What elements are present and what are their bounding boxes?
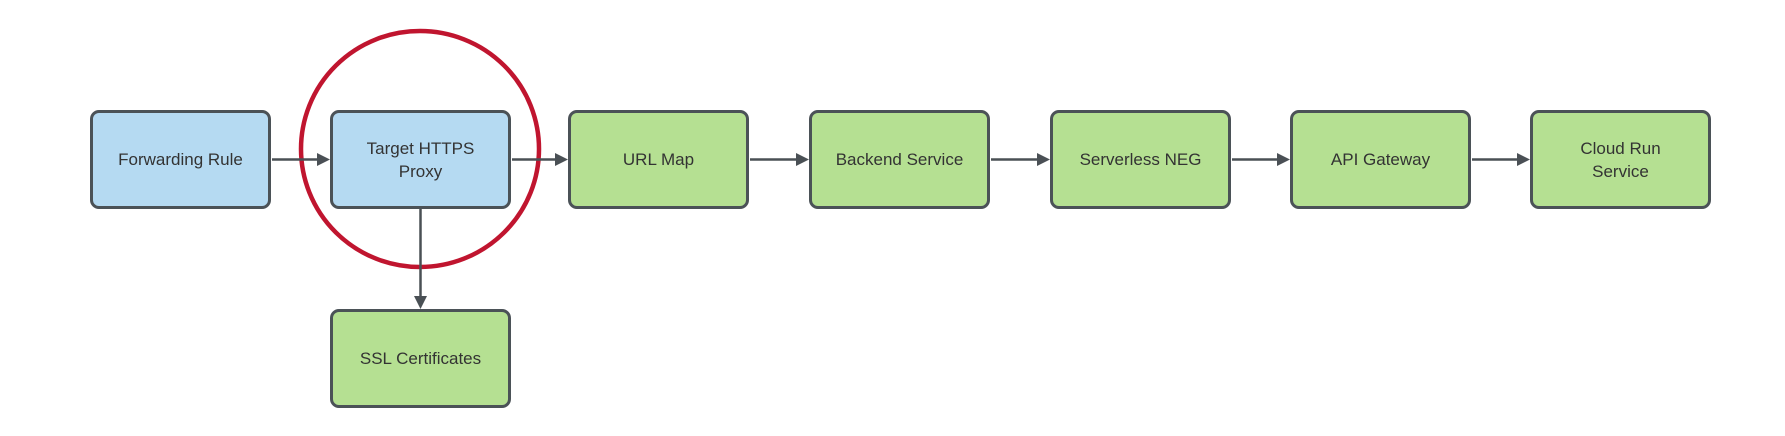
node-serverless-neg-label: Serverless NEG xyxy=(1079,150,1202,169)
edge-target-https-proxy-to-ssl-certificates xyxy=(414,209,427,309)
arrow-head-icon xyxy=(1277,153,1290,166)
edge-serverless-neg-to-api-gateway xyxy=(1232,153,1290,166)
node-backend-service-label: Backend Service xyxy=(835,150,964,169)
arrow-head-icon xyxy=(317,153,330,166)
edge-api-gateway-to-cloud-run-service xyxy=(1472,153,1530,166)
node-serverless-neg: Serverless NEG xyxy=(1050,110,1231,209)
node-cloud-run-service-label: Cloud Run Service xyxy=(1580,138,1661,181)
node-ssl-certificates-label: SSL Certificates xyxy=(359,349,482,368)
edge-forwarding-rule-to-target-https-proxy xyxy=(272,153,330,166)
edge-target-https-proxy-to-url-map xyxy=(512,153,568,166)
node-api-gateway-label: API Gateway xyxy=(1330,150,1431,169)
node-target-https-proxy: Target HTTPS Proxy xyxy=(330,110,511,209)
node-backend-service: Backend Service xyxy=(809,110,990,209)
arrow-head-icon xyxy=(414,296,427,309)
arrow-head-icon xyxy=(796,153,809,166)
arrow-head-icon xyxy=(1517,153,1530,166)
edge-backend-service-to-serverless-neg xyxy=(991,153,1050,166)
node-forwarding-rule-label: Forwarding Rule xyxy=(118,150,243,169)
node-url-map-label: URL Map xyxy=(622,150,695,169)
arrow-head-icon xyxy=(1037,153,1050,166)
node-forwarding-rule: Forwarding Rule xyxy=(90,110,271,209)
node-api-gateway: API Gateway xyxy=(1290,110,1471,209)
node-ssl-certificates: SSL Certificates xyxy=(330,309,511,408)
node-target-https-proxy-label: Target HTTPS Proxy xyxy=(366,138,475,181)
node-url-map: URL Map xyxy=(568,110,749,209)
arrow-head-icon xyxy=(555,153,568,166)
node-cloud-run-service: Cloud Run Service xyxy=(1530,110,1711,209)
edge-url-map-to-backend-service xyxy=(750,153,809,166)
